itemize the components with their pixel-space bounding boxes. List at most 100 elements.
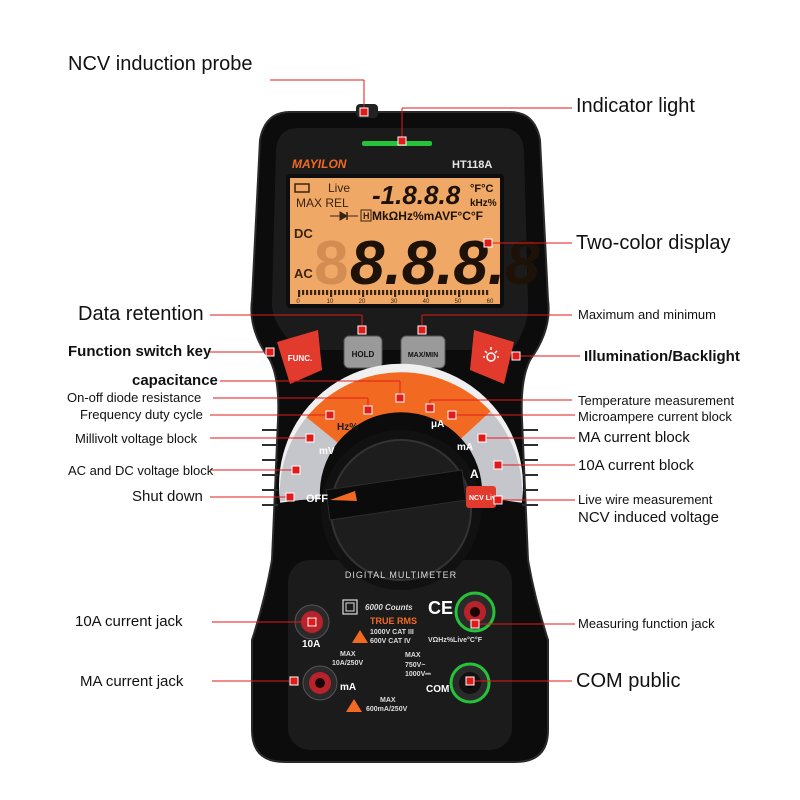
lcd-bar-segment (438, 290, 441, 295)
backlight-icon (483, 347, 499, 362)
vjack-label: VΩHz%Live°C°F (428, 636, 483, 644)
label-com-public: COM public (576, 670, 681, 692)
dial-hz[interactable]: Hz% (337, 422, 358, 433)
lcd-scale-label: 20 (359, 299, 366, 305)
lcd-aux-unit-2: kHz% (470, 198, 497, 209)
dial-pointer-mark (330, 491, 357, 501)
lcd-screen (290, 178, 500, 304)
cat-rating-2: 600V CAT IV (370, 638, 411, 645)
jack-ma-label: mA (340, 682, 356, 693)
dial-title: DIGITAL MULTIMETER (345, 570, 457, 580)
lcd-bar-segment (458, 290, 461, 297)
lcd-bar-segment (370, 290, 373, 295)
lcd-bar-segment (334, 290, 337, 295)
jack-ma[interactable] (302, 665, 338, 701)
max-10a-label: MAX (340, 651, 356, 658)
battery-icon (294, 183, 310, 193)
lcd-scale-label: 60 (487, 299, 494, 305)
double-insulation-icon (342, 599, 358, 615)
dial-ncv[interactable]: NCV Live (469, 495, 500, 502)
jack-com-label: COM (426, 684, 449, 695)
max-ma-value: 600mA/250V (366, 706, 408, 713)
lcd-bar-segment (330, 290, 333, 297)
label-frequency: Frequency duty cycle (80, 407, 203, 422)
label-10a-jack: 10A current jack (75, 613, 183, 630)
lcd-bar-segment (378, 290, 381, 295)
lcd-scale-label: 50 (455, 299, 462, 305)
label-backlight: Illumination/Backlight (584, 348, 740, 365)
rotary-switch[interactable] (279, 363, 523, 590)
dial-ma[interactable]: mA (457, 442, 473, 453)
lcd-bar-segment (390, 290, 393, 295)
dial-ring-gray-right (460, 411, 523, 502)
multimeter-device: MAYILON HT118A Live MAX REL -1.8.8.8 °F°… (250, 104, 550, 763)
label-capacitance: capacitance (132, 372, 218, 389)
func-button[interactable] (277, 330, 322, 384)
indicator-light (362, 141, 432, 146)
label-millivolt: Millivolt voltage block (75, 431, 198, 446)
counts-label: 6000 Counts (365, 603, 413, 612)
lcd-bar-segment (482, 290, 485, 295)
lcd-bar-segment (470, 290, 473, 295)
lcd-bar-segment (422, 290, 425, 295)
lcd-bar-segment (446, 290, 449, 295)
lcd-bar-segment (402, 290, 405, 295)
label-shut-down: Shut down (132, 488, 203, 505)
label-measuring-jack: Measuring function jack (578, 616, 715, 631)
max-10a-value: 10A/250V (332, 660, 363, 667)
lcd-main-digits: 8.8.8.8 (350, 229, 540, 298)
lcd-h-box (360, 209, 372, 222)
lcd-bar-segment (434, 290, 437, 295)
lcd-bar-segment (398, 290, 401, 295)
lcd-bar-segment (466, 290, 469, 295)
lcd-bar-segment (342, 290, 345, 295)
lcd-bar-segment (306, 290, 309, 295)
lcd-bar-segment (410, 290, 413, 295)
label-ma-current-block: MA current block (578, 429, 690, 446)
lcd-bar-segment (462, 290, 465, 295)
maxmin-button-label: MAX/MIN (408, 352, 438, 359)
jack-measuring[interactable] (454, 591, 496, 633)
lcd-max-rel: MAX REL (296, 196, 349, 210)
lcd-bar-segment (358, 290, 361, 295)
label-live-wire: Live wire measurement (578, 492, 713, 507)
dial-ring-orange (306, 372, 491, 444)
lcd-bar-segment (346, 290, 349, 295)
hold-button[interactable] (343, 335, 383, 369)
lcd-bar-segment (338, 290, 341, 295)
lcd-bar-segment (474, 290, 477, 295)
label-ncv-voltage: NCV induced voltage (578, 509, 719, 526)
lcd-ghost-digit: 8 (314, 229, 348, 298)
label-microampere: Microampere current block (578, 409, 732, 424)
label-two-color-display: Two-color display (576, 232, 731, 254)
lcd-bar-segment (350, 290, 353, 295)
true-rms-label: TRUE RMS (370, 616, 417, 626)
max-v-label: MAX (405, 652, 421, 659)
lcd-bar-segment (310, 290, 313, 295)
lcd-dc: DC (294, 226, 313, 241)
label-ma-jack: MA current jack (80, 673, 184, 690)
lcd-bar-segment (374, 290, 377, 295)
backlight-button[interactable] (470, 330, 514, 384)
label-indicator-light: Indicator light (576, 95, 695, 117)
lcd-bar-segment (478, 290, 481, 295)
lcd-units-row: MkΩHz%mAVF°C°F (372, 209, 483, 223)
dial-off[interactable]: OFF (306, 493, 328, 505)
lcd-aux-digits: -1.8.8.8 (372, 180, 461, 210)
dial-ring-gray-left (279, 417, 339, 502)
grip-ridges-left (262, 429, 278, 506)
dial-mv[interactable]: mV (319, 446, 335, 457)
dial-ua[interactable]: μA (431, 419, 444, 430)
diode-symbol (330, 211, 358, 221)
lcd-scale-label: 0 (296, 299, 300, 305)
max-v1-value: 750V~ (405, 662, 425, 669)
lcd-scale-label: 30 (391, 299, 398, 305)
lcd-bar-segment (302, 290, 305, 295)
lcd-ac: AC (294, 266, 313, 281)
lcd-bar-segment (354, 290, 357, 295)
dial-a[interactable]: A (470, 467, 479, 481)
lcd-live: Live (328, 181, 350, 195)
leader-markers (265, 107, 521, 686)
